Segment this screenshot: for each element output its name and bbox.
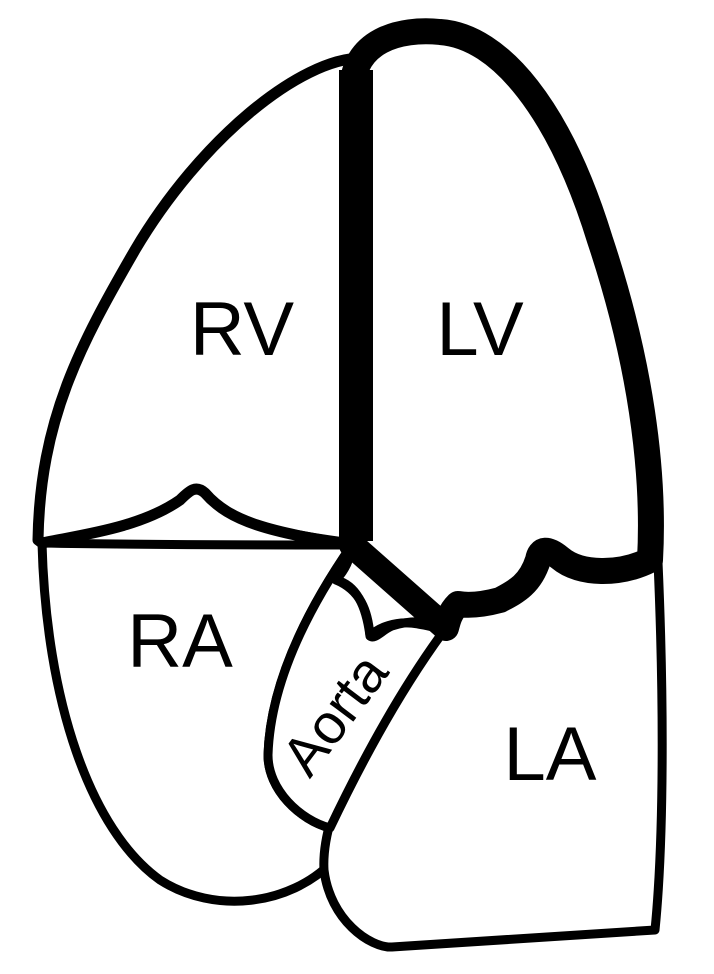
tricuspid-valve [37,484,350,548]
mitral-valve [457,543,657,610]
label-lv: LV [436,287,524,372]
label-rv: RV [190,287,295,372]
label-la: LA [504,712,597,797]
label-ra: RA [127,599,233,684]
